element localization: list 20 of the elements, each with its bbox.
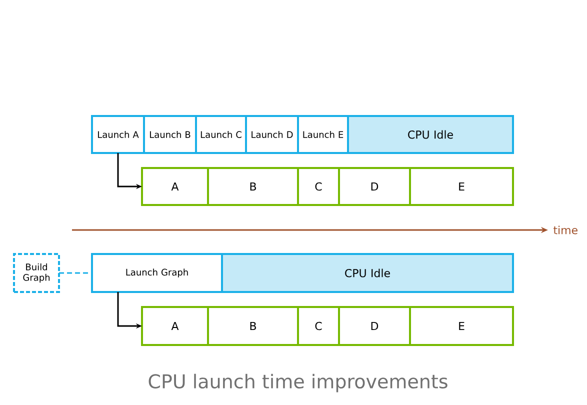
kernel-cell: C [297, 306, 340, 346]
axis-label: time [554, 226, 578, 234]
launch-cell: Launch A [91, 115, 145, 154]
kernel-cell: D [338, 306, 411, 346]
kernel-cell: E [409, 167, 514, 206]
launch-cell: Launch E [297, 115, 349, 154]
connector-line [59, 272, 92, 274]
launch-cell: Launch D [245, 115, 299, 154]
kernel-cell: A [141, 167, 209, 206]
kernel-cell: E [409, 306, 514, 346]
kernel-cell: A [141, 306, 209, 346]
kernel-cell: D [338, 167, 411, 206]
idle-bar: CPU Idle [221, 253, 514, 293]
caption: CPU launch time improvements [148, 374, 448, 392]
launch-cell: Launch B [143, 115, 197, 154]
kernel-cell: C [297, 167, 340, 206]
build-graph-box: Build Graph [13, 253, 60, 293]
launch-cell: Launch C [195, 115, 247, 154]
idle-bar: CPU Idle [347, 115, 514, 154]
launch-cell: Launch Graph [91, 253, 223, 293]
